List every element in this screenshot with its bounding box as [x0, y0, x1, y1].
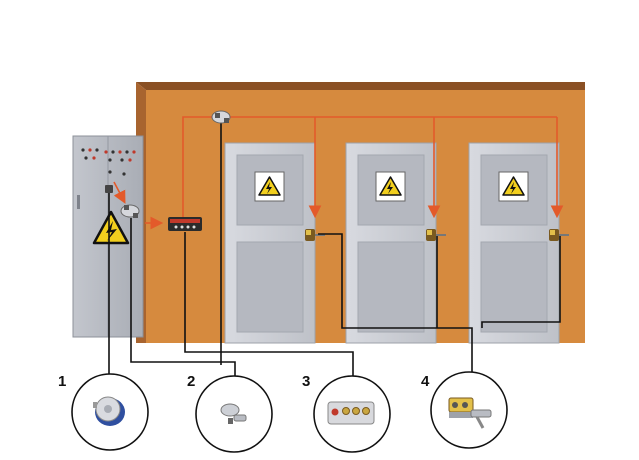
callout-circle-4	[430, 371, 508, 449]
high-voltage-warning-icon	[92, 210, 130, 245]
door-3	[468, 142, 569, 344]
key-release-icon	[220, 403, 247, 424]
key-release-top	[211, 110, 231, 124]
warning-sign-icon	[375, 171, 406, 202]
callout-number-2: 2	[187, 373, 196, 390]
callout-leader-lines	[108, 120, 561, 377]
callout-circle-3	[313, 375, 391, 453]
door-lock-icon	[549, 229, 569, 241]
door-2	[345, 142, 446, 344]
door-lock-icon	[305, 229, 325, 241]
door-1	[224, 142, 325, 344]
switchgear-cabinet	[72, 135, 144, 338]
door-lock-icon	[448, 397, 492, 429]
key-switch-on-cabinet	[105, 185, 113, 193]
key-exchange-box-icon	[327, 401, 375, 425]
callout-circle-1	[71, 373, 149, 451]
callout-circle-2	[195, 375, 273, 453]
callout-circles	[71, 371, 508, 453]
callout-number-1: 1	[58, 373, 67, 390]
warning-sign-icon	[498, 171, 529, 202]
doors	[224, 142, 569, 344]
callout-number-3: 3	[302, 373, 311, 390]
door-lock-icon	[426, 229, 446, 241]
callout-number-4: 4	[421, 373, 430, 390]
key-release-unit	[120, 204, 140, 218]
key-exchange-box-on-wall	[168, 217, 202, 231]
key-flow-arrows	[113, 116, 564, 230]
key-switch-icon	[93, 396, 125, 426]
warning-sign-icon	[254, 171, 285, 202]
